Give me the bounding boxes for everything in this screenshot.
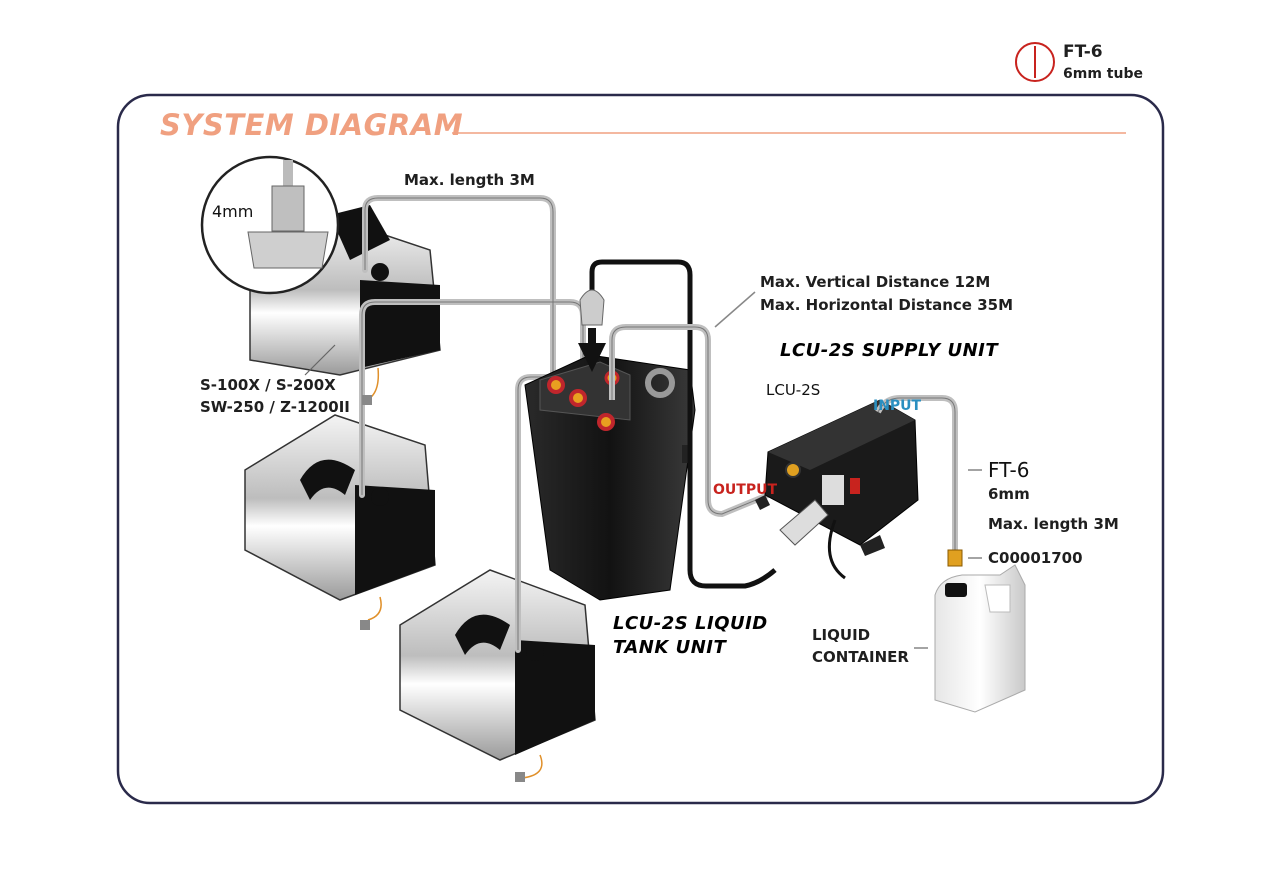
tank-unit-title-line1: LCU-2S LIQUID [613,613,768,634]
models-line2: SW-250 / Z-1200II [200,398,350,416]
inlet-magnifier [200,155,340,295]
supply-unit [755,399,919,556]
page-title: SYSTEM DIAGRAM [160,108,464,142]
leader-ticks [304,344,982,649]
fog-machine-middle [244,414,436,601]
legend-code: FT-6 [1063,42,1103,62]
container-label-line2: CONTAINER [812,648,909,666]
max-vertical-label: Max. Vertical Distance 12M [760,273,991,291]
fog-machine-bottom [399,569,596,761]
liquid-container-jug [934,564,1026,713]
down-arrow-icon [578,343,606,372]
distance-leader [714,291,756,328]
input-label: INPUT [873,398,922,414]
inlet-size-label: 4mm [212,202,254,221]
diagram-frame [116,93,1165,805]
output-label: OUTPUT [713,482,777,498]
ft6-label: FT-6 [988,458,1030,482]
lcu2s-label: LCU-2S [766,381,821,399]
container-label-line1: LIQUID [812,626,871,644]
liquid-tank-unit [524,354,696,601]
return-hose [589,259,777,589]
max-horizontal-label: Max. Horizontal Distance 35M [760,296,1013,314]
power-plug [779,499,829,546]
tank-unit-title-line2: TANK UNIT [613,637,727,658]
tube-fitting [947,549,963,567]
supply-unit-title: LCU-2S SUPPLY UNIT [780,340,999,361]
part-number-label: C00001700 [988,549,1083,567]
ft6-size-label: 6mm [988,485,1030,503]
models-line1: S-100X / S-200X [200,376,336,394]
legend-tube-icon [1015,42,1055,82]
max-length-top-label: Max. length 3M [404,171,535,189]
ft6-length-label: Max. length 3M [988,515,1119,533]
legend-desc: 6mm tube [1063,66,1143,82]
